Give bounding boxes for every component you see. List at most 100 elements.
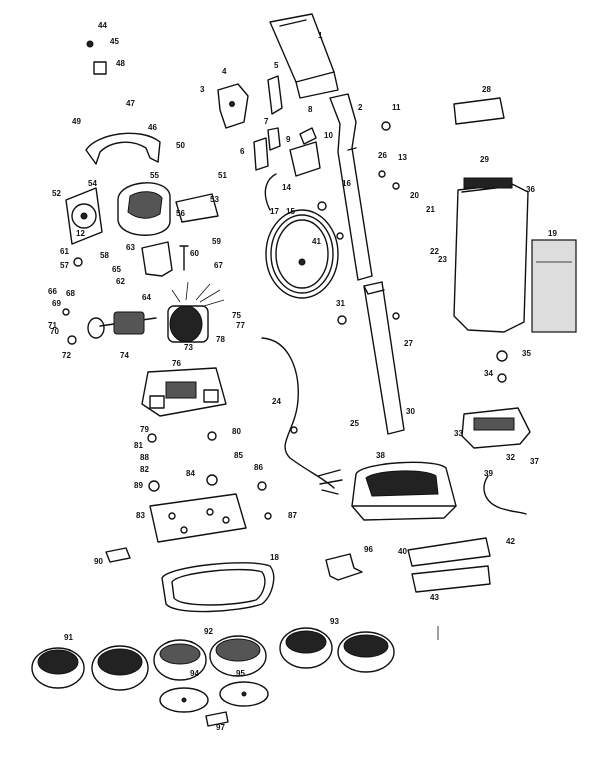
callout-72: 72	[62, 351, 71, 360]
callout-95: 95	[236, 669, 245, 678]
callout-17: 17	[270, 207, 279, 216]
part-brush-pair-3	[279, 627, 395, 673]
callout-87: 87	[288, 511, 297, 520]
callout-11: 11	[392, 103, 401, 112]
callout-75: 75	[232, 311, 241, 320]
callout-48: 48	[116, 59, 125, 68]
part-polisher-hood	[351, 461, 457, 521]
part-nozzle	[407, 537, 491, 567]
callout-38: 38	[376, 451, 385, 460]
callout-65: 65	[112, 265, 121, 274]
callout-2: 2	[358, 103, 363, 112]
callout-53: 53	[210, 195, 219, 204]
part-instruction-card	[531, 239, 577, 333]
callout-83: 83	[136, 511, 145, 520]
callout-55: 55	[150, 171, 159, 180]
part-clip	[267, 127, 281, 151]
callout-18: 18	[270, 553, 279, 562]
callout-92: 92	[204, 627, 213, 636]
callout-32: 32	[506, 453, 515, 462]
callout-89: 89	[134, 481, 143, 490]
callout-80: 80	[232, 427, 241, 436]
callout-69: 69	[52, 299, 61, 308]
callout-9: 9	[286, 135, 291, 144]
part-brush-pair-1	[31, 645, 149, 691]
part-upper-guard	[85, 132, 161, 165]
part-bracket	[217, 83, 249, 129]
callout-37: 37	[530, 457, 539, 466]
part-motor	[167, 281, 225, 343]
part-washer	[205, 711, 229, 727]
callout-77: 77	[236, 321, 245, 330]
part-brush-pair-2	[153, 635, 267, 681]
callout-25: 25	[350, 419, 359, 428]
callout-29: 29	[480, 155, 489, 164]
callout-19: 19	[548, 229, 557, 238]
callout-23: 23	[438, 255, 447, 264]
callout-90: 90	[94, 557, 103, 566]
callout-24: 24	[272, 397, 281, 406]
callout-43: 43	[430, 593, 439, 602]
callout-36: 36	[526, 185, 535, 194]
callout-86: 86	[254, 463, 263, 472]
callout-49: 49	[72, 117, 81, 126]
callout-68: 68	[66, 289, 75, 298]
part-dust-bag	[453, 177, 529, 333]
callout-27: 27	[404, 339, 413, 348]
callout-21: 21	[426, 205, 435, 214]
callout-84: 84	[186, 469, 195, 478]
part-roller	[325, 553, 363, 581]
part-pads	[159, 681, 269, 713]
part-plate-small	[253, 137, 269, 171]
callout-31: 31	[336, 299, 345, 308]
callout-64: 64	[142, 293, 151, 302]
callout-46: 46	[148, 123, 157, 132]
part-bumper-ring	[161, 562, 275, 613]
callout-4: 4	[222, 67, 227, 76]
callout-22: 22	[430, 247, 439, 256]
callout-59: 59	[212, 237, 221, 246]
callout-50: 50	[176, 141, 185, 150]
callout-74: 74	[120, 351, 129, 360]
part-base-housing	[141, 367, 227, 417]
callout-81: 81	[134, 441, 143, 450]
small-hardware	[62, 40, 508, 520]
callout-62: 62	[116, 277, 125, 286]
callout-82: 82	[140, 465, 149, 474]
part-motor-bracket	[141, 241, 173, 277]
part-handle-top	[269, 13, 339, 99]
callout-67: 67	[214, 261, 223, 270]
callout-45: 45	[110, 37, 119, 46]
callout-47: 47	[126, 99, 135, 108]
callout-78: 78	[216, 335, 225, 344]
callout-7: 7	[264, 117, 269, 126]
callout-40: 40	[398, 547, 407, 556]
callout-52: 52	[52, 189, 61, 198]
callout-20: 20	[410, 191, 419, 200]
callout-15: 15	[286, 207, 295, 216]
callout-1: 1	[318, 31, 323, 40]
callout-63: 63	[126, 243, 135, 252]
callout-26: 26	[378, 151, 387, 160]
callout-30: 30	[406, 407, 415, 416]
callout-58: 58	[100, 251, 109, 260]
callout-57: 57	[60, 261, 69, 270]
callout-94: 94	[190, 669, 199, 678]
part-handle-tube	[329, 93, 373, 281]
callout-6: 6	[240, 147, 245, 156]
callout-85: 85	[234, 451, 243, 460]
callout-79: 79	[140, 425, 149, 434]
part-foot-pedal	[461, 407, 531, 449]
part-plate	[267, 75, 283, 115]
callout-28: 28	[482, 85, 491, 94]
callout-61: 61	[60, 247, 69, 256]
part-latch	[299, 127, 317, 145]
part-strip	[411, 565, 491, 593]
part-switch	[175, 193, 219, 223]
callout-5: 5	[274, 61, 279, 70]
part-power-cord	[264, 173, 339, 299]
callout-12: 12	[76, 229, 85, 238]
